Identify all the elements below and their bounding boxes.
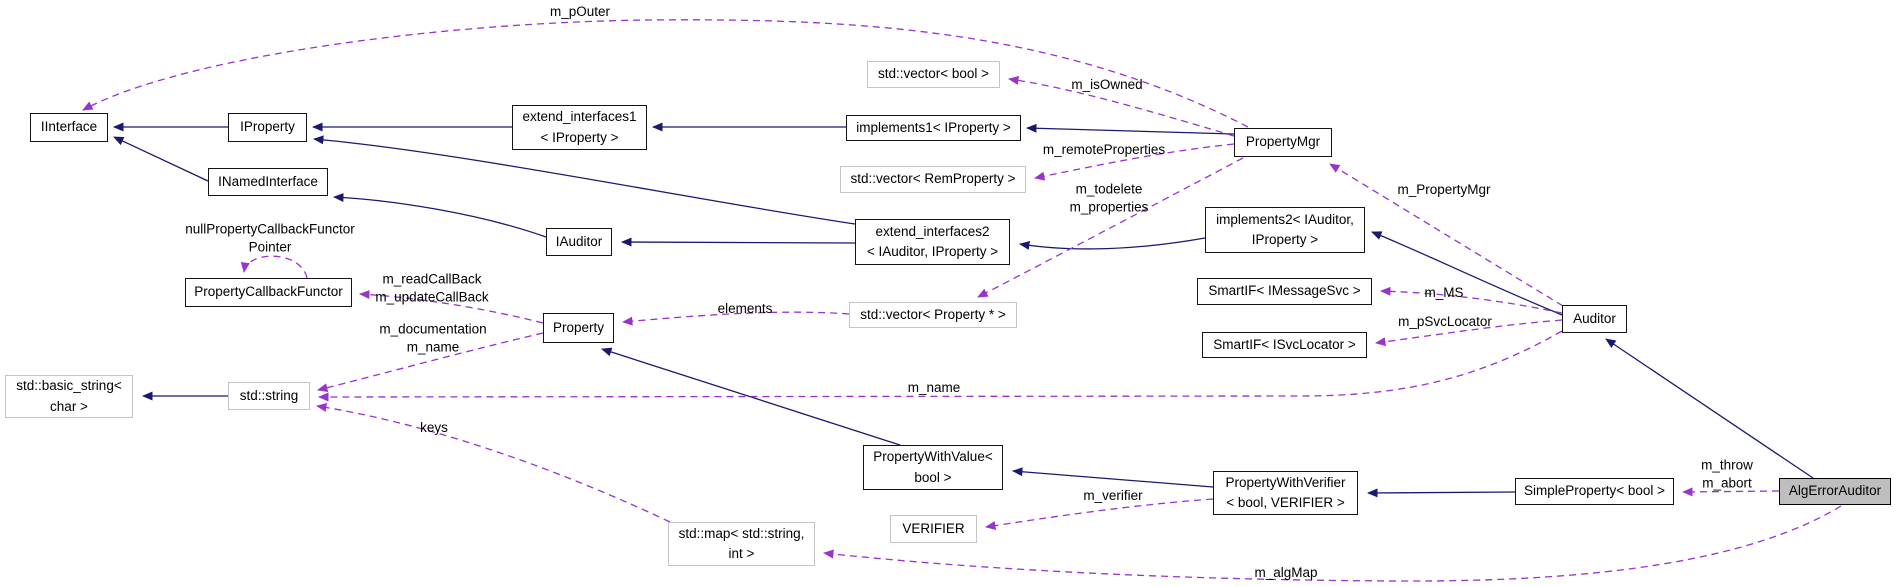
node-std-vector-remproperty[interactable]: std::vector< RemProperty >: [840, 166, 1026, 193]
node-propertycallbackfunctor[interactable]: PropertyCallbackFunctor: [185, 278, 352, 307]
node-verifier[interactable]: VERIFIER: [890, 515, 977, 543]
node-propertywithvalue[interactable]: PropertyWithValue< bool >: [863, 445, 1003, 490]
node-propertywithverifier[interactable]: PropertyWithVerifier < bool, VERIFIER >: [1213, 471, 1358, 515]
node-implements2[interactable]: implements2< IAuditor, IProperty >: [1205, 207, 1365, 253]
node-std-vector-bool[interactable]: std::vector< bool >: [867, 61, 1000, 88]
node-auditor[interactable]: Auditor: [1562, 305, 1627, 333]
node-std-basic-string[interactable]: std::basic_string< char >: [5, 375, 133, 418]
node-extend-interfaces1[interactable]: extend_interfaces1 < IProperty >: [512, 105, 647, 150]
node-extend-interfaces2[interactable]: extend_interfaces2 < IAuditor, IProperty…: [855, 219, 1010, 265]
node-propertymgr[interactable]: PropertyMgr: [1234, 128, 1332, 157]
node-simpleproperty[interactable]: SimpleProperty< bool >: [1515, 478, 1674, 505]
node-std-vector-property-ptr[interactable]: std::vector< Property * >: [849, 302, 1017, 328]
node-algerrorauditor: AlgErrorAuditor: [1779, 478, 1891, 505]
node-iinterface[interactable]: IInterface: [30, 113, 108, 142]
node-iauditor[interactable]: IAuditor: [546, 228, 612, 256]
node-std-string[interactable]: std::string: [228, 382, 310, 410]
node-iproperty[interactable]: IProperty: [228, 113, 307, 142]
node-std-map[interactable]: std::map< std::string, int >: [668, 522, 815, 566]
node-smartif-isvclocator[interactable]: SmartIF< ISvcLocator >: [1202, 332, 1367, 358]
node-implements1[interactable]: implements1< IProperty >: [846, 115, 1021, 141]
node-inamedinterface[interactable]: INamedInterface: [208, 168, 328, 196]
node-smartif-imessagesvc[interactable]: SmartIF< IMessageSvc >: [1197, 278, 1372, 305]
node-property[interactable]: Property: [543, 313, 614, 343]
